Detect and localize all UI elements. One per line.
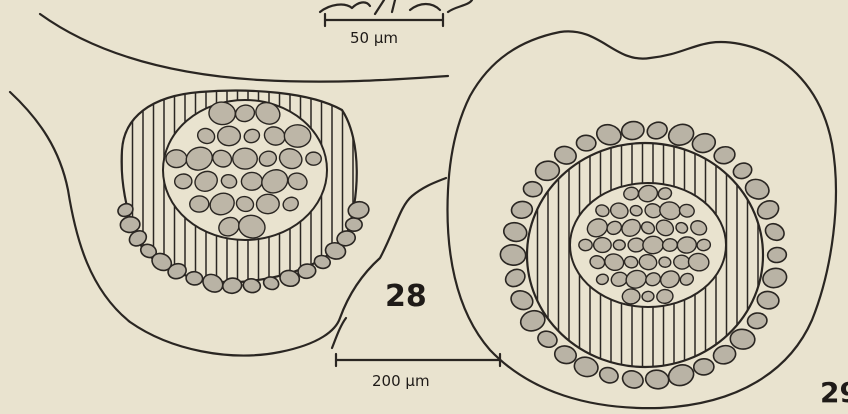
outer-cell (645, 120, 669, 142)
outer-cell (747, 312, 768, 330)
outer-cell (713, 145, 737, 166)
outer-cell (620, 368, 645, 390)
outer-cell (553, 144, 578, 166)
figure-28: 28 (10, 14, 448, 355)
outer-cell (536, 329, 560, 350)
outer-cell (502, 220, 529, 243)
pith-cell (217, 126, 240, 146)
pith-cell (166, 150, 187, 168)
outer-cell (594, 122, 623, 148)
outer-cell (499, 244, 526, 267)
pith-cell (284, 125, 311, 148)
pith-cell (642, 236, 663, 255)
figure-29-label: 29 (820, 376, 848, 409)
outer-cell (503, 266, 528, 290)
outer-cell (755, 198, 782, 223)
pith-cell (642, 291, 655, 302)
outer-cell (347, 200, 370, 220)
figure-28-label: 28 (385, 279, 427, 314)
outer-cell (262, 275, 280, 291)
outer-cell (762, 220, 787, 243)
pith-cell (256, 194, 280, 214)
outer-cell (535, 160, 561, 181)
pith-cell (579, 239, 593, 251)
scale-bar-200um: 200 μm (336, 354, 500, 390)
outer-cell (222, 277, 243, 294)
outer-cell (690, 131, 717, 154)
pith-cell (174, 174, 192, 190)
outer-cell (644, 369, 670, 391)
scale-bar-50um: 50 μm (325, 14, 443, 47)
scale-bar-50-label: 50 μm (350, 29, 398, 47)
pith-cell (306, 152, 322, 165)
outer-cell (756, 290, 780, 310)
pith-cell (613, 240, 625, 250)
outer-cell (712, 343, 738, 366)
outer-cell (200, 271, 226, 296)
scale-bar-200-label: 200 μm (372, 372, 430, 390)
outer-cell (523, 181, 543, 198)
outer-cell (572, 355, 600, 379)
pith-cell (628, 238, 645, 252)
outer-cell (511, 200, 534, 219)
outer-cell (598, 365, 620, 385)
pith-cell (662, 238, 678, 252)
outer-cell (729, 328, 755, 350)
fig28-upper-outline (40, 14, 448, 82)
outer-cell (666, 362, 696, 389)
outer-cell (761, 266, 788, 290)
outer-cell (576, 135, 596, 151)
pith-cell (593, 237, 611, 252)
pith-cell (233, 148, 258, 169)
outer-cell (186, 271, 204, 286)
pith-cell (241, 172, 263, 191)
figure-29: 29 (447, 31, 848, 409)
outer-cell (553, 344, 578, 366)
outer-cell (693, 358, 714, 375)
outer-cell (620, 120, 645, 141)
outer-cell (731, 161, 754, 181)
pith-cell (189, 195, 209, 212)
pith-cell (622, 289, 640, 305)
outer-cell (508, 287, 536, 312)
outer-cell (346, 218, 363, 231)
previous-figure-fragment (320, 0, 472, 14)
outer-cell (767, 247, 787, 264)
